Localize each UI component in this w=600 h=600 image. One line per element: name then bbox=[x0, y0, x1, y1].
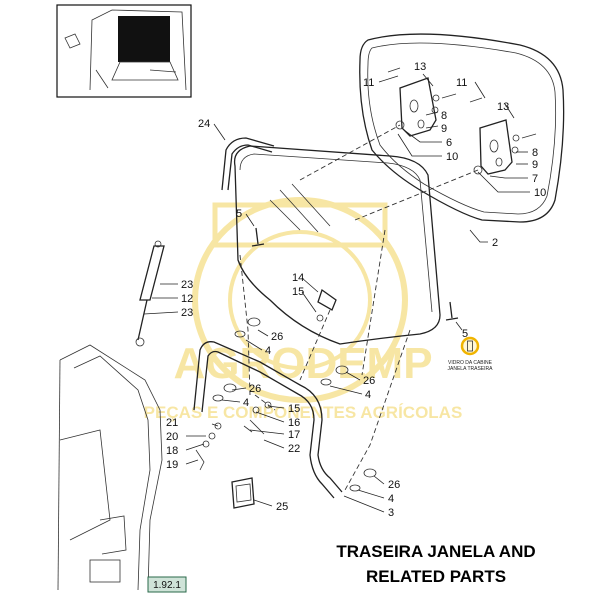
callout-7: 7 bbox=[532, 173, 538, 185]
reference-box: 1.92.1 bbox=[147, 576, 187, 593]
callout-11: 11 bbox=[363, 77, 374, 89]
gas-strut-part-12 bbox=[135, 240, 165, 347]
handle-rail-part-3 bbox=[193, 341, 343, 499]
callout-26: 26 bbox=[249, 383, 261, 395]
callout-6: 6 bbox=[446, 137, 452, 149]
callout-14: 14 bbox=[292, 272, 304, 284]
callout-10: 10 bbox=[534, 187, 546, 199]
callout-18: 18 bbox=[166, 445, 178, 457]
latch-part-14 bbox=[316, 288, 337, 322]
callout-23: 23 bbox=[181, 279, 193, 291]
callout-4: 4 bbox=[243, 397, 249, 409]
washers-parts-26-4 bbox=[212, 317, 377, 492]
callout-8: 8 bbox=[441, 110, 447, 122]
rear-glass-panel bbox=[233, 145, 441, 345]
hinge-bracket-part-6 bbox=[395, 77, 437, 137]
cap-part-25 bbox=[231, 477, 255, 509]
callout-20: 20 bbox=[166, 431, 178, 443]
callout-9: 9 bbox=[441, 123, 447, 135]
callout-26: 26 bbox=[271, 331, 283, 343]
seal-strip-part-24 bbox=[221, 137, 275, 191]
glass-highlight-marker: VIDRO DA CABINE JANELA TRASEIRA bbox=[448, 336, 494, 372]
fastener-cluster bbox=[195, 401, 272, 471]
callout-10: 10 bbox=[446, 151, 458, 163]
reference-number: 1.92.1 bbox=[153, 580, 181, 591]
hinge-bracket-part-7 bbox=[473, 119, 513, 175]
callout-4: 4 bbox=[388, 493, 394, 505]
callout-13: 13 bbox=[414, 61, 426, 73]
callout-15: 15 bbox=[288, 403, 300, 415]
watermark-tagline: PEÇAS E COMPONENTES AGRÍCOLAS bbox=[144, 403, 463, 422]
cab-corner-outline bbox=[57, 344, 163, 591]
callout-12: 12 bbox=[181, 293, 193, 305]
highlight-note-line1: VIDRO DA CABINE bbox=[448, 360, 493, 366]
callout-23: 23 bbox=[181, 307, 193, 319]
callout-13: 13 bbox=[497, 101, 509, 113]
callout-11: 11 bbox=[456, 77, 467, 89]
callout-5: 5 bbox=[462, 328, 468, 340]
leader-lines bbox=[143, 73, 530, 513]
callout-19: 19 bbox=[166, 459, 178, 471]
callout-15: 15 bbox=[292, 286, 304, 298]
highlight-note-line2: JANELA TRASEIRA bbox=[448, 366, 494, 372]
callout-16: 16 bbox=[288, 417, 300, 429]
assembly-lines bbox=[239, 124, 479, 491]
callout-8: 8 bbox=[532, 147, 538, 159]
screw-part-5 bbox=[251, 227, 459, 321]
watermark-brand: AGRODEMP bbox=[173, 339, 432, 388]
callout-22: 22 bbox=[288, 443, 300, 455]
callout-labels: 11 13 8 9 6 10 11 13 8 9 7 10 2 24 5 5 1… bbox=[166, 61, 546, 519]
callout-4: 4 bbox=[365, 389, 371, 401]
callout-25: 25 bbox=[276, 501, 288, 513]
callout-2: 2 bbox=[492, 237, 498, 249]
diagram-title-line2: RELATED PARTS bbox=[366, 567, 506, 586]
diagram-title-line1: TRASEIRA JANELA AND bbox=[336, 542, 535, 561]
locator-window-highlight bbox=[118, 16, 170, 62]
callout-17: 17 bbox=[288, 429, 300, 441]
callout-9: 9 bbox=[532, 159, 538, 171]
highlight-ring-icon bbox=[460, 336, 480, 356]
callout-5: 5 bbox=[236, 208, 242, 220]
callout-24: 24 bbox=[198, 118, 210, 130]
callout-3: 3 bbox=[388, 507, 394, 519]
callout-26: 26 bbox=[388, 479, 400, 491]
callout-4: 4 bbox=[265, 345, 271, 357]
callout-26: 26 bbox=[363, 375, 375, 387]
locator-thumbnail bbox=[56, 4, 192, 98]
watermark: AGRODEMP PEÇAS E COMPONENTES AGRÍCOLAS bbox=[144, 197, 463, 422]
callout-21: 21 bbox=[166, 417, 178, 429]
hinge-screws bbox=[387, 67, 537, 154]
window-frame-part-2 bbox=[359, 33, 565, 223]
